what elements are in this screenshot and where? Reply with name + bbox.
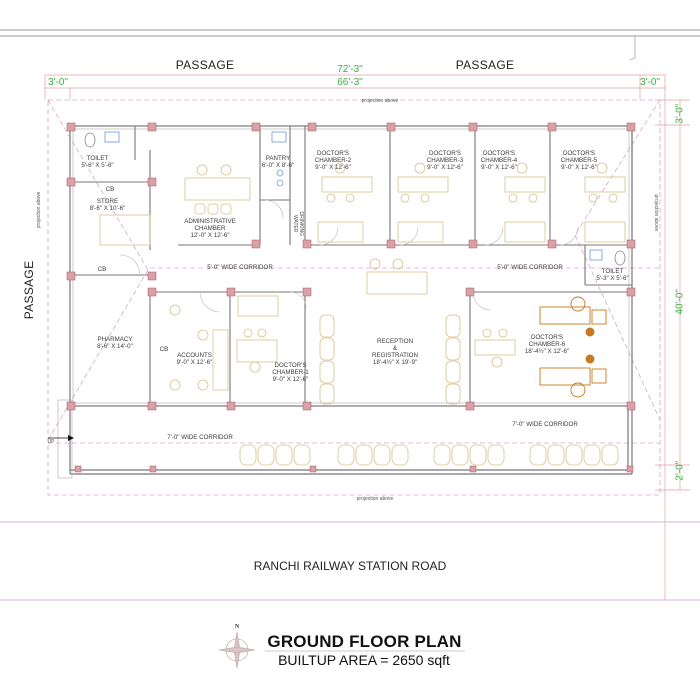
road-label: RANCHI RAILWAY STATION ROAD bbox=[253, 559, 447, 573]
note-corridor-7-left: 7'-0" WIDE CORRIDOR bbox=[167, 434, 233, 441]
note-up: UP bbox=[47, 439, 55, 445]
plumbing-fixtures bbox=[84, 131, 626, 266]
room-cb-store: CB bbox=[105, 186, 115, 193]
plan-title: GROUND FLOOR PLAN bbox=[267, 632, 462, 651]
furniture bbox=[99, 162, 626, 405]
label-passage-top-left: PASSAGE bbox=[175, 58, 235, 72]
note-projection-left: projection above bbox=[36, 191, 43, 229]
dim-depth: 40'-0" bbox=[674, 289, 686, 315]
dim-top-offset-v: 3'-0" bbox=[674, 103, 686, 124]
note-corridor-7-right: 7'-0" WIDE CORRIDOR bbox=[512, 421, 578, 428]
dim-overall-width: 72'-3" bbox=[337, 64, 363, 75]
note-projection-bottom: projection above bbox=[356, 496, 394, 502]
note-drinking-water: DRINKING WATER bbox=[292, 211, 304, 236]
note-corridor-5-right: 5'-0" WIDE CORRIDOR bbox=[497, 264, 563, 271]
door-swings bbox=[119, 199, 579, 313]
dimension-lines bbox=[44, 74, 690, 600]
plan-subtitle: BUILTUP AREA = 2650 sqft bbox=[278, 652, 450, 668]
label-passage-left: PASSAGE bbox=[22, 260, 37, 320]
note-projection-top: projection above bbox=[361, 98, 399, 104]
structural-columns bbox=[66, 122, 636, 473]
note-projection-right: projection above bbox=[652, 194, 659, 232]
label-passage-top-right: PASSAGE bbox=[455, 58, 515, 72]
dim-left-offset: 3'-0" bbox=[48, 77, 68, 88]
note-corridor-5-left: 5'-0" WIDE CORRIDOR bbox=[207, 264, 273, 271]
dim-right-offset: 3'-0" bbox=[640, 77, 660, 88]
dental-chairs bbox=[539, 296, 607, 398]
compass-north: N bbox=[234, 624, 240, 630]
room-cb-lower: CB bbox=[97, 266, 107, 273]
stair-up-arrow bbox=[48, 435, 74, 441]
projection-outline bbox=[47, 99, 661, 496]
top-boundary bbox=[0, 29, 700, 61]
dim-bottom-offset-v: 2'-0" bbox=[674, 460, 686, 481]
dim-inner-width: 66'-3" bbox=[337, 77, 363, 88]
compass-rose-icon bbox=[218, 631, 256, 669]
waiting-chairs bbox=[239, 444, 619, 466]
room-cb-accounts: CB bbox=[159, 346, 169, 353]
